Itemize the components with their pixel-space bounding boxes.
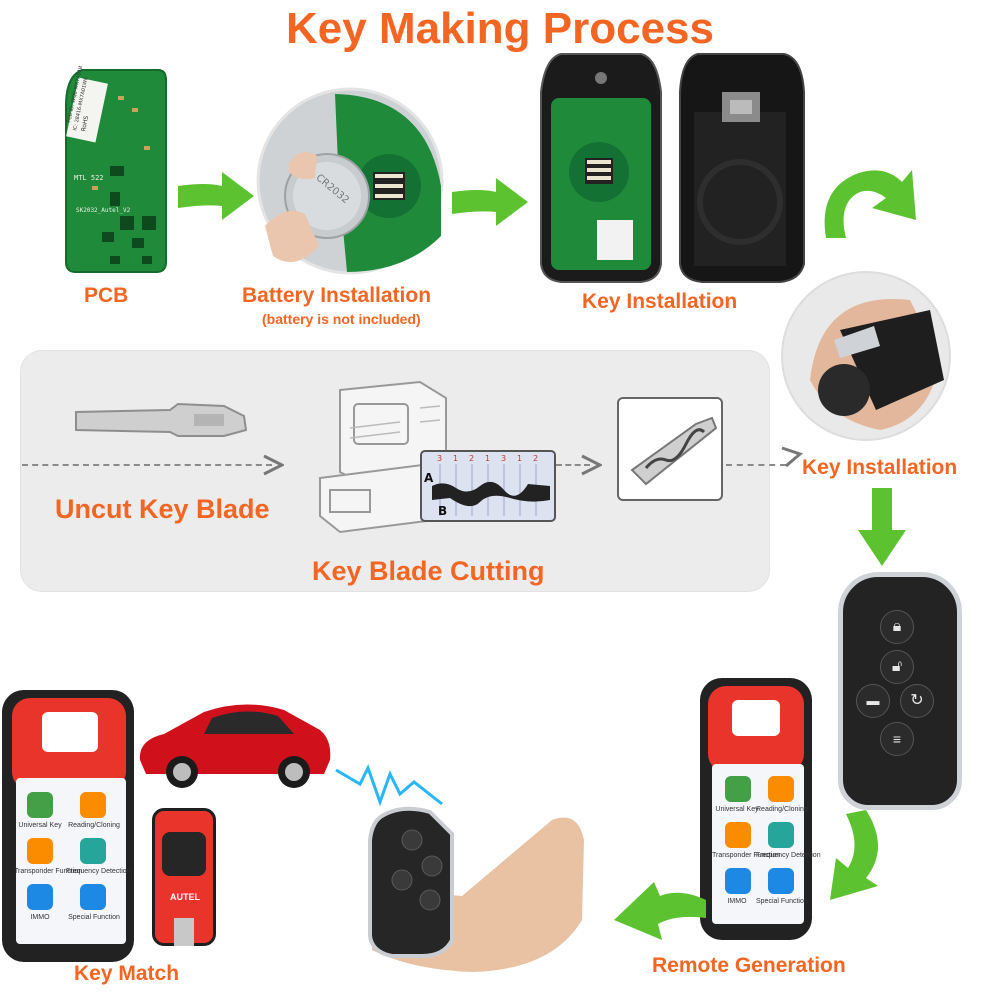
app-label: Transponder Function: [712, 852, 781, 859]
dashed-line: [22, 464, 272, 466]
curved-arrow-icon: [824, 170, 916, 238]
lock-icon: 🔒︎: [880, 610, 914, 644]
arrow-head-icon: [781, 446, 803, 468]
chart-label-a: A: [424, 471, 434, 485]
device-slot: [42, 712, 98, 752]
app-label: Reading/Cloning: [756, 806, 808, 813]
app-label: Frequency Detection: [756, 852, 821, 859]
key-cutting-machine-image: [319, 380, 451, 534]
arrow-head-icon: [263, 454, 284, 476]
transponder-function-app-icon[interactable]: [27, 838, 53, 864]
universal-key-app-icon[interactable]: [27, 792, 53, 818]
chart-scale-label: 2: [469, 454, 474, 463]
battery-installation-image: CR2032: [256, 87, 444, 275]
arrow-down-icon: [858, 488, 906, 566]
label-key-blade-cutting: Key Blade Cutting: [312, 556, 545, 586]
curved-arrow-icon: [614, 882, 706, 940]
reading-cloning-app-icon[interactable]: [80, 792, 106, 818]
app-label: Universal Key: [18, 822, 62, 829]
chart-scale-label: 2: [533, 454, 538, 463]
page-title: Key Making Process: [286, 4, 714, 53]
app-label: IMMO: [30, 914, 50, 921]
reading-cloning-app-icon[interactable]: [768, 776, 794, 802]
app-label: Special Function: [756, 898, 808, 905]
chart-scale-label: 1: [453, 454, 458, 463]
smart-key-fob-image: [838, 572, 962, 810]
app-label: IMMO: [727, 898, 747, 905]
label-key-installation-2: Key Installation: [802, 456, 958, 479]
adapter-connector: [174, 918, 194, 946]
app-label: Frequency Detection: [66, 868, 131, 875]
key-shell-with-pcb-image: [540, 53, 662, 283]
arrow-head-icon: [581, 454, 602, 476]
dashed-line: [556, 464, 590, 466]
chart-scale-label: 3: [437, 454, 442, 463]
lights-icon: ≡: [880, 722, 914, 756]
unlock-icon: 🔓︎: [880, 650, 914, 684]
wireless-signal-icon: [335, 764, 443, 807]
remote-start-icon: ↻: [900, 684, 934, 718]
pcb-part-number: SK2032_Autel_V2: [76, 207, 131, 214]
universal-key-app-icon[interactable]: [725, 776, 751, 802]
pcb-rohs-text: RoHS: [80, 115, 90, 132]
adapter-brand: AUTEL: [170, 892, 200, 902]
special-function-app-icon[interactable]: [80, 884, 106, 910]
device-slot: [732, 700, 780, 736]
label-key-installation-1: Key Installation: [582, 290, 738, 313]
key-installation-closeup-image: [781, 271, 951, 441]
label-battery-installation: Battery Installation: [242, 284, 432, 307]
uncut-key-blade-image: [75, 402, 248, 437]
chart-scale-label: 1: [517, 454, 522, 463]
adapter-panel: [162, 832, 206, 876]
label-pcb: PCB: [84, 284, 129, 307]
app-label: Universal Key: [715, 806, 759, 813]
arrow-right-icon: [178, 172, 254, 220]
trunk-icon: ▬: [856, 684, 890, 718]
label-remote-generation: Remote Generation: [652, 954, 846, 977]
immo-app-icon[interactable]: [27, 884, 53, 910]
chart-scale-label: 1: [485, 454, 490, 463]
chart-scale-label: 3: [501, 454, 506, 463]
blade-cutting-chart: 3 1 2 1 3 1 2 A: [420, 450, 556, 522]
hand-with-key-fob-image: [368, 806, 584, 972]
special-function-app-icon[interactable]: [768, 868, 794, 894]
frequency-detection-app-icon[interactable]: [80, 838, 106, 864]
cut-key-blade-image: [630, 416, 718, 486]
chart-label-b: B: [438, 504, 448, 518]
key-shell-back-image: [679, 53, 805, 283]
red-car-image: [139, 704, 331, 788]
dashed-line: [726, 464, 786, 466]
app-label: Transponder Function: [14, 868, 83, 875]
frequency-detection-app-icon[interactable]: [768, 822, 794, 848]
pcb-image: MTL 522 SK2032_Autel_V2 FCC ID: WQ8-MX7A…: [65, 66, 167, 273]
pcb-mark: MTL 522: [74, 174, 104, 182]
curved-arrow-icon: [830, 810, 878, 900]
arrow-right-icon: [452, 178, 528, 226]
transponder-function-app-icon[interactable]: [725, 822, 751, 848]
app-label: Special Function: [68, 914, 120, 921]
immo-app-icon[interactable]: [725, 868, 751, 894]
app-label: Reading/Cloning: [68, 822, 120, 829]
label-key-match: Key Match: [74, 962, 180, 985]
label-battery-note: (battery is not included): [262, 311, 421, 327]
label-uncut-key-blade: Uncut Key Blade: [55, 494, 270, 524]
